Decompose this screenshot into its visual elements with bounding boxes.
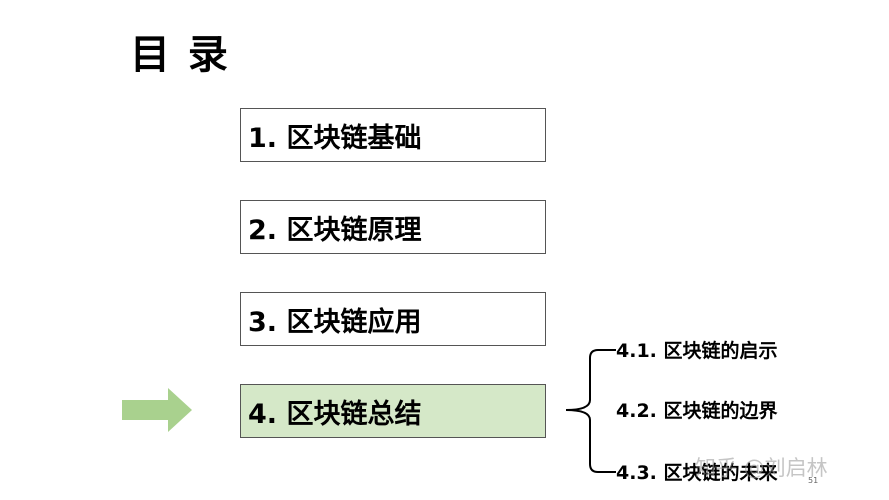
watermark: 知乎 @刘启林 xyxy=(695,456,828,480)
toc-item-3: 3. 区块链应用 xyxy=(240,292,546,346)
page-number: 51 xyxy=(808,476,819,485)
toc-item-4-current: 4. 区块链总结 xyxy=(240,384,546,438)
slide-title: 目 录 xyxy=(130,32,230,78)
toc-item-2: 2. 区块链原理 xyxy=(240,200,546,254)
toc-item-1: 1. 区块链基础 xyxy=(240,108,546,162)
subitem-4-3: 4.3. 区块链的未来 xyxy=(616,462,778,484)
current-section-arrow-icon xyxy=(122,388,192,432)
subitem-4-2: 4.2. 区块链的边界 xyxy=(616,400,778,422)
bracket-connector xyxy=(565,349,616,473)
subitem-4-1: 4.1. 区块链的启示 xyxy=(616,340,778,362)
